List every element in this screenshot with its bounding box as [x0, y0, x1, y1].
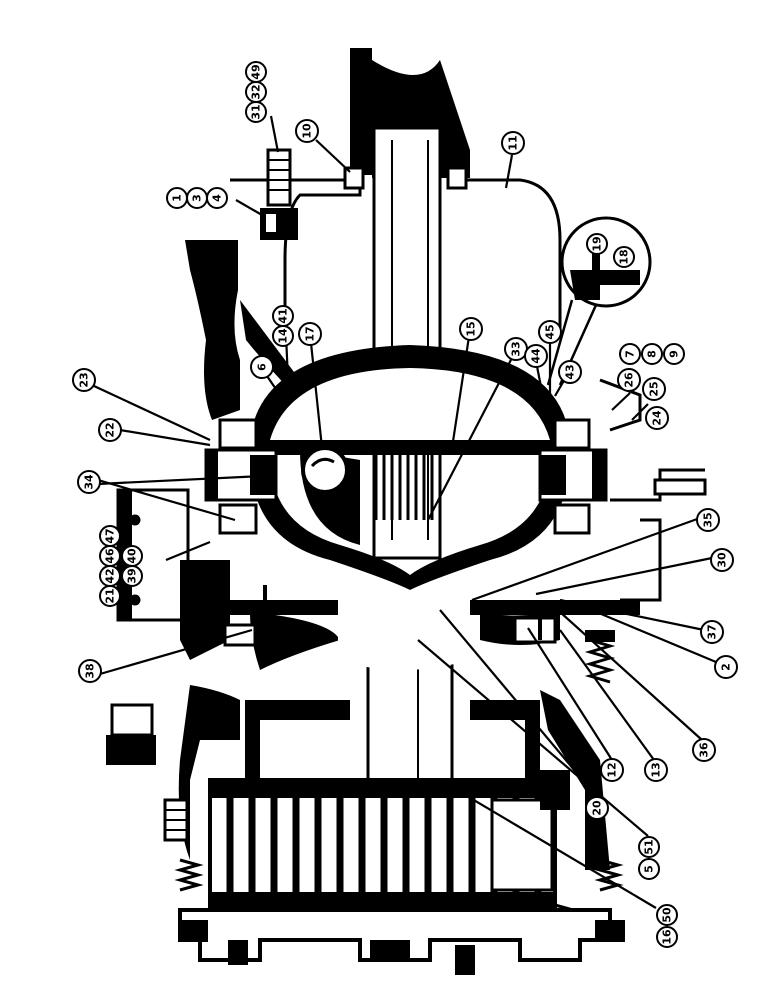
callout-label: 24: [651, 410, 664, 426]
leader-lines: [93, 115, 717, 909]
callout-label: 9: [668, 350, 681, 358]
callout-label: 33: [510, 341, 523, 356]
callout-label: 51: [643, 839, 656, 854]
callout-label: 30: [716, 552, 729, 568]
callout-label: 7: [624, 350, 637, 358]
callout-label: 42: [104, 568, 117, 583]
callout-17: 17: [298, 322, 322, 346]
callout-label: 18: [618, 249, 631, 264]
callout-label: 23: [78, 372, 91, 387]
callout-15: 15: [459, 317, 483, 341]
callout-label: 35: [702, 512, 715, 527]
callout-19: 19: [586, 233, 608, 255]
callout-label: 15: [465, 321, 478, 336]
callout-label: 34: [83, 474, 96, 490]
callout-label: 45: [544, 324, 557, 339]
callout-label: 10: [301, 123, 314, 139]
callout-label: 32: [250, 84, 263, 99]
callout-1-3-4: 1 3 4: [166, 187, 228, 209]
callout-33: 33: [504, 337, 528, 361]
callout-label: 8: [646, 350, 659, 358]
callout-43: 43: [558, 360, 582, 384]
callout-label: 26: [623, 372, 636, 388]
callout-5-51: 5 51: [638, 836, 660, 880]
callout-label: 16: [661, 929, 674, 945]
callout-24: 24: [645, 406, 669, 430]
callout-label: 13: [650, 762, 663, 777]
callout-13: 13: [644, 758, 668, 782]
callout-label: 36: [698, 742, 711, 758]
callout-25: 25: [642, 377, 666, 401]
callout-label: 44: [530, 348, 543, 364]
callout-36: 36: [692, 738, 716, 762]
callout-label: 39: [126, 568, 139, 583]
callout-label: 41: [277, 308, 290, 323]
callout-20: 20: [585, 796, 609, 820]
callout-7-8-9: 7 8 9: [619, 343, 685, 365]
callout-label: 5: [643, 865, 656, 873]
callout-38: 38: [78, 659, 102, 683]
callout-2: 2: [714, 655, 738, 679]
callout-label: 19: [591, 236, 604, 251]
callout-label: 21: [104, 588, 117, 603]
callout-10: 10: [295, 119, 319, 143]
callout-16-50: 16 50: [656, 904, 678, 948]
callout-6: 6: [250, 355, 274, 379]
callout-label: 37: [706, 624, 719, 639]
callout-label: 3: [191, 194, 204, 202]
callout-label: 12: [606, 762, 619, 777]
callout-label: 38: [84, 663, 97, 678]
callout-22: 22: [98, 418, 122, 442]
callout-23: 23: [72, 368, 96, 392]
callout-label: 4: [211, 194, 224, 202]
callout-label: 2: [720, 663, 733, 671]
housing-artwork: [106, 48, 707, 975]
callout-label: 43: [564, 364, 577, 379]
callout-bubbles: 31 32 49 1 3 4 10 11 19: [72, 61, 738, 948]
callout-label: 17: [304, 326, 317, 341]
callout-label: 50: [661, 907, 674, 923]
callout-label: 22: [104, 422, 117, 437]
callout-30: 30: [710, 548, 734, 572]
callout-label: 25: [648, 381, 661, 396]
callout-11: 11: [501, 131, 525, 155]
callout-37: 37: [700, 620, 724, 644]
callout-label: 49: [250, 64, 263, 79]
callout-14-41: 14 41: [272, 305, 294, 347]
callout-44: 44: [524, 344, 548, 368]
callout-35: 35: [696, 508, 720, 532]
callout-label: 40: [126, 548, 139, 564]
callout-18: 18: [613, 246, 635, 268]
callout-label: 6: [256, 363, 269, 371]
callout-label: 46: [104, 548, 117, 564]
callout-21-42-46-47-39-40: 21 42 46 47 39 40: [99, 525, 143, 607]
callout-label: 47: [104, 528, 117, 543]
callout-label: 1: [171, 194, 184, 202]
detail-inset: [546, 216, 652, 386]
callout-label: 14: [277, 328, 290, 344]
callout-label: 11: [507, 135, 520, 150]
callout-45: 45: [538, 320, 562, 344]
callout-label: 20: [591, 800, 604, 816]
callout-label: 31: [250, 104, 263, 119]
callout-12: 12: [600, 758, 624, 782]
callout-34: 34: [77, 470, 101, 494]
callout-26: 26: [617, 368, 641, 392]
callout-31-32-49: 31 32 49: [245, 61, 267, 123]
